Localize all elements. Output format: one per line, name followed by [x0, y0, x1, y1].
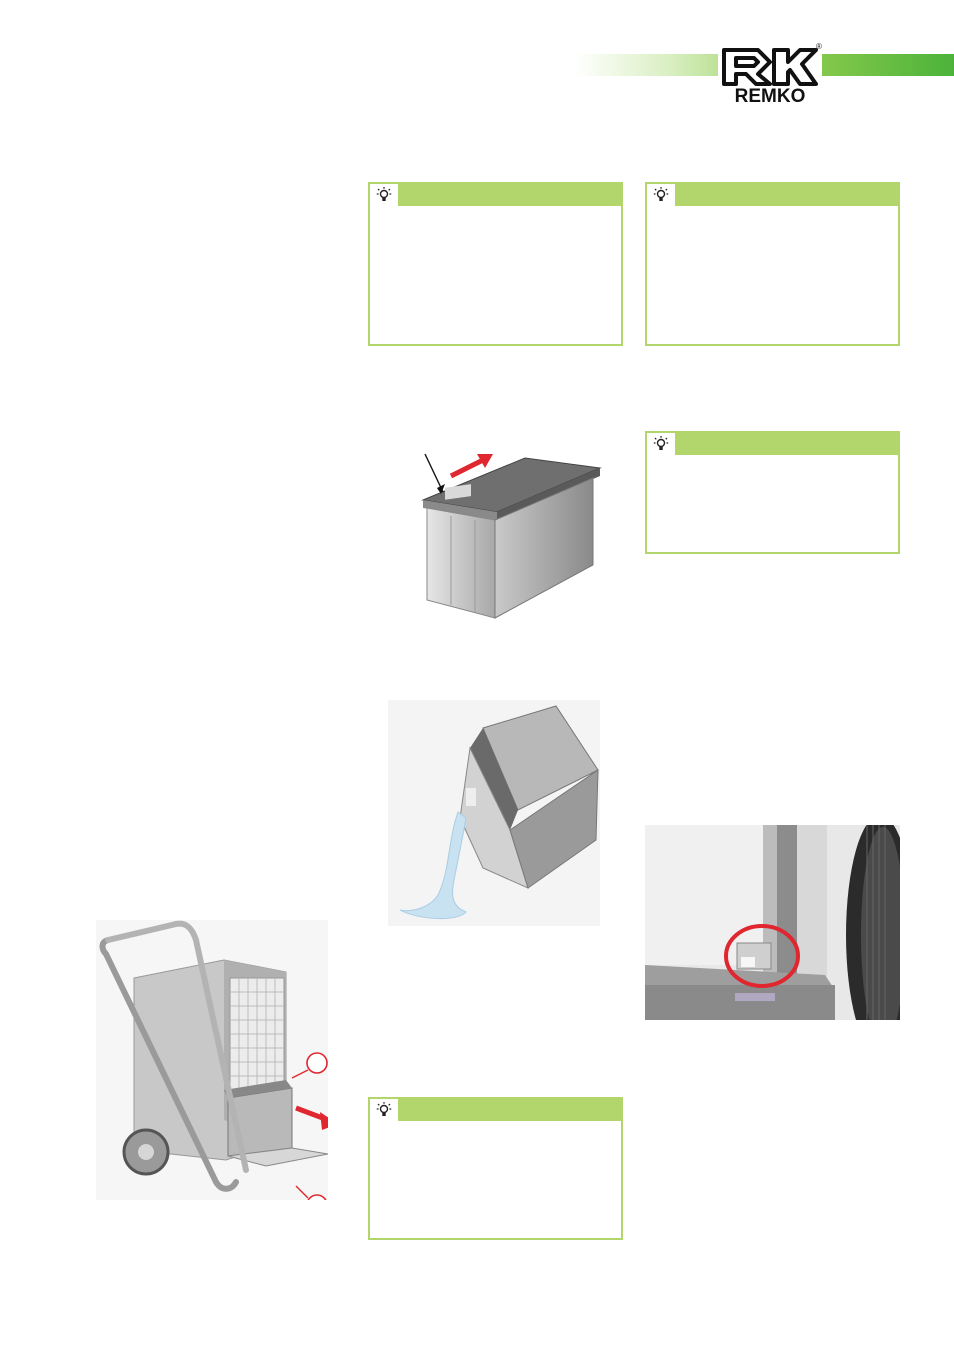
registered-mark: ®: [816, 42, 822, 51]
highlight-circle: [724, 924, 800, 988]
callout-1: [306, 1052, 328, 1074]
lightbulb-icon: [647, 433, 677, 455]
remko-logo: REMKO ®: [718, 42, 822, 107]
tip-box-3: [645, 431, 900, 554]
tip-box-header: [370, 1099, 621, 1121]
tip-box-header: [647, 433, 898, 455]
tip-box-2: [645, 182, 900, 346]
lightbulb-icon: [370, 184, 400, 206]
tip-box-header: [370, 184, 621, 206]
tank-emptying-illustration: [388, 700, 600, 926]
dehumidifier-illustration: [96, 920, 328, 1200]
float-switch-photo: [645, 825, 900, 1020]
tip-box-4: [368, 1097, 623, 1240]
tank-lid-illustration: [421, 453, 602, 619]
tip-box-header: [647, 184, 898, 206]
callout-2: [307, 1194, 327, 1200]
brand-name: REMKO: [734, 86, 806, 107]
tip-box-1: [368, 182, 623, 346]
lightbulb-icon: [647, 184, 677, 206]
remko-logo-mark: [722, 48, 818, 86]
lightbulb-icon: [370, 1099, 400, 1121]
